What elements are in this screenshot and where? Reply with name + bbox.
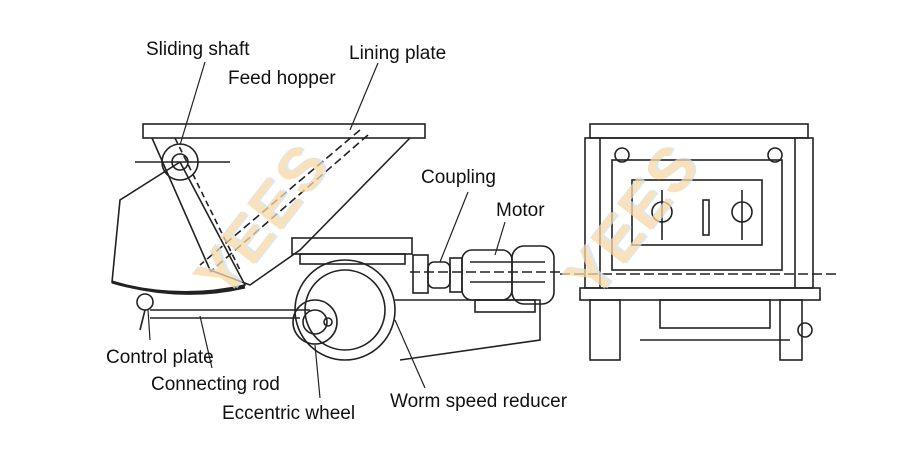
side-view [111,123,560,361]
worm-speed-reducer [294,259,396,361]
label-feed-hopper: Feed hopper [228,68,336,89]
label-sliding-shaft: Sliding shaft [146,39,250,60]
label-control-plate: Control plate [106,347,214,368]
label-motor: Motor [496,200,545,221]
leader-lines [147,61,506,399]
label-connecting-rod: Connecting rod [151,374,280,395]
label-lining-plate: Lining plate [349,43,447,64]
eccentric-wheel [292,299,338,345]
motor [461,249,513,301]
feed-hopper [151,137,411,286]
label-coupling: Coupling [421,167,496,188]
label-eccentric-wheel: Eccentric wheel [222,403,356,424]
lining-plate [199,129,361,266]
hopper-top-flange [142,123,426,139]
label-worm-speed-reducer: Worm speed reducer [390,391,568,412]
front-view [560,123,840,361]
coupling [427,261,451,289]
